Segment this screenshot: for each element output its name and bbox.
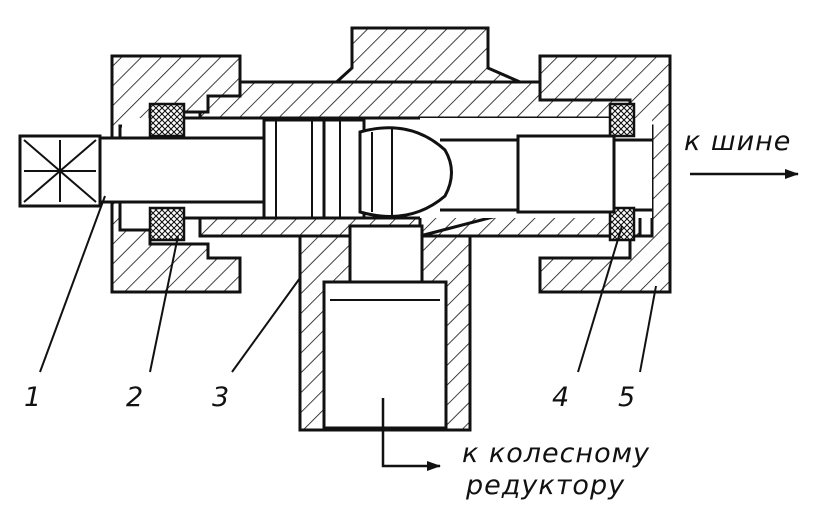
part-label-1: 1: [24, 382, 41, 413]
leader-2: [149, 235, 179, 373]
part-label-5: 5: [618, 382, 635, 413]
part-label-2: 2: [126, 382, 143, 413]
left-seal: [148, 102, 186, 242]
caption-to-tire: к шине: [684, 126, 791, 157]
left-union-nut: [110, 54, 242, 294]
part-label-4: 4: [552, 382, 569, 413]
leader-4: [577, 225, 623, 373]
leader-lines: [39, 195, 657, 373]
leader-3: [231, 277, 301, 373]
part-label-3: 3: [212, 382, 229, 413]
flow-arrows: [381, 169, 799, 471]
ball-valve-element: [358, 126, 453, 218]
caption-to-reducer-line1: к колесному: [462, 438, 650, 469]
reducer-flow-arrow: [381, 398, 441, 471]
caption-to-reducer-line2: редуктору: [465, 470, 625, 501]
leader-5: [639, 285, 657, 373]
right-seal: [608, 102, 636, 242]
valve-stem: [18, 118, 366, 220]
tire-outlet-passage: [516, 134, 616, 214]
leader-1: [39, 195, 106, 373]
